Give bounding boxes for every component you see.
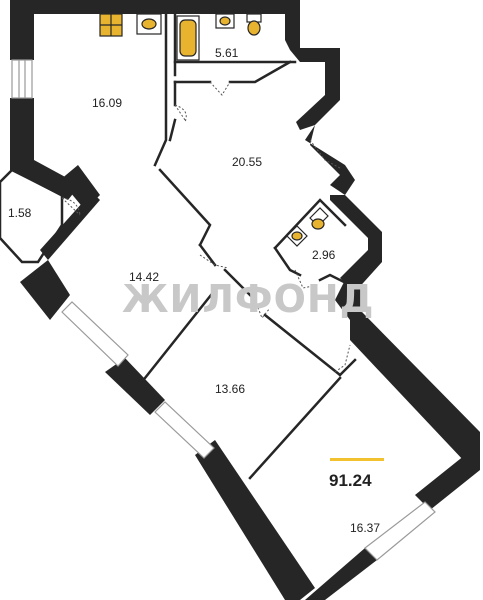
fixtures xyxy=(99,13,329,247)
room-labels: 16.09 5.61 20.55 1.58 2.96 14.42 13.66 1… xyxy=(8,46,380,535)
window-kitchen xyxy=(11,59,33,99)
area-label-bathroom: 5.61 xyxy=(215,46,239,60)
interior-walls xyxy=(143,13,362,480)
toilet-icon xyxy=(246,13,262,36)
door-bathroom xyxy=(209,81,231,96)
bath-sink-icon xyxy=(215,13,235,29)
area-label-hall: 20.55 xyxy=(232,155,262,169)
watermark: ЖИЛФОНД xyxy=(122,277,375,321)
area-label-bedroom-2: 13.66 xyxy=(215,382,245,396)
door-balcony xyxy=(61,197,81,216)
door-living xyxy=(334,344,351,373)
door-bedroom-1 xyxy=(199,254,229,269)
area-label-kitchen: 16.09 xyxy=(92,96,122,110)
area-label-bedroom-1: 14.42 xyxy=(129,270,159,284)
window-bedroom-1 xyxy=(61,301,129,367)
stove-icon xyxy=(99,13,123,37)
area-label-balcony: 1.58 xyxy=(8,206,32,220)
door-kitchen xyxy=(174,104,187,123)
windows xyxy=(11,59,436,561)
wc-toilet-icon xyxy=(309,207,329,230)
total-area: 91.24 xyxy=(329,471,372,490)
area-label-wc: 2.96 xyxy=(312,248,336,262)
doors xyxy=(61,81,351,373)
bathtub-icon xyxy=(176,15,200,61)
door-wc xyxy=(294,269,319,289)
exterior-walls xyxy=(10,0,480,600)
window-bedroom-2 xyxy=(154,401,215,459)
total-area-accent xyxy=(330,458,384,461)
kitchen-sink-icon xyxy=(136,13,162,35)
wc-sink-icon xyxy=(286,225,308,247)
area-label-living-room: 16.37 xyxy=(350,521,380,535)
window-living-room xyxy=(364,501,436,561)
door-hall-entry xyxy=(309,139,341,169)
balcony-outline xyxy=(0,168,64,264)
